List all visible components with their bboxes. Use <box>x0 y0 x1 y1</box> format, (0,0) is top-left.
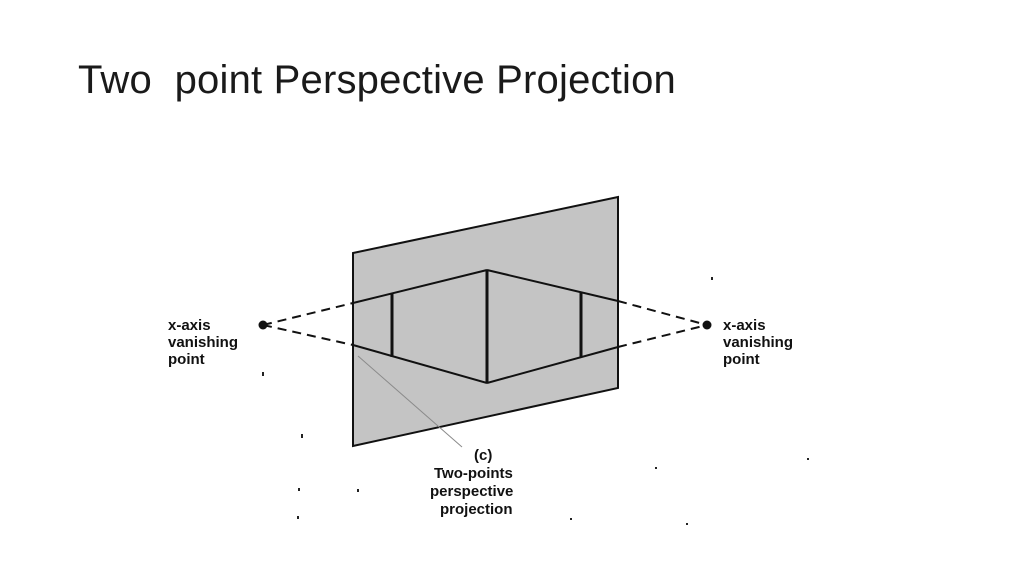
caption-line3: perspective <box>430 483 513 500</box>
caption-line1: (c) <box>474 447 492 464</box>
left-upper-projection-line <box>262 302 354 326</box>
left-label-line2: vanishing <box>168 334 238 351</box>
left-lower-projection-line <box>262 324 354 346</box>
right-upper-edge <box>486 269 619 302</box>
right-upper-projection-line <box>617 300 708 326</box>
right-vanishing-point <box>702 320 712 330</box>
caption-line4: projection <box>440 501 513 518</box>
left-lower-edge <box>352 344 488 384</box>
left-label-line3: point <box>168 351 205 368</box>
right-label-line2: vanishing <box>723 334 793 351</box>
left-upper-edge <box>352 269 488 304</box>
right-label-line3: point <box>723 351 760 368</box>
right-lower-projection-line <box>617 324 708 348</box>
plane-scratch-line <box>357 355 463 448</box>
right-label-line1: x-axis <box>723 317 766 334</box>
left-vanishing-point <box>258 320 268 330</box>
right-lower-edge <box>486 346 619 384</box>
scan-specks <box>262 277 809 525</box>
slide-title: Two point Perspective Projection <box>78 58 677 102</box>
left-label-line1: x-axis <box>168 317 211 334</box>
caption-line2: Two-points <box>434 465 513 482</box>
